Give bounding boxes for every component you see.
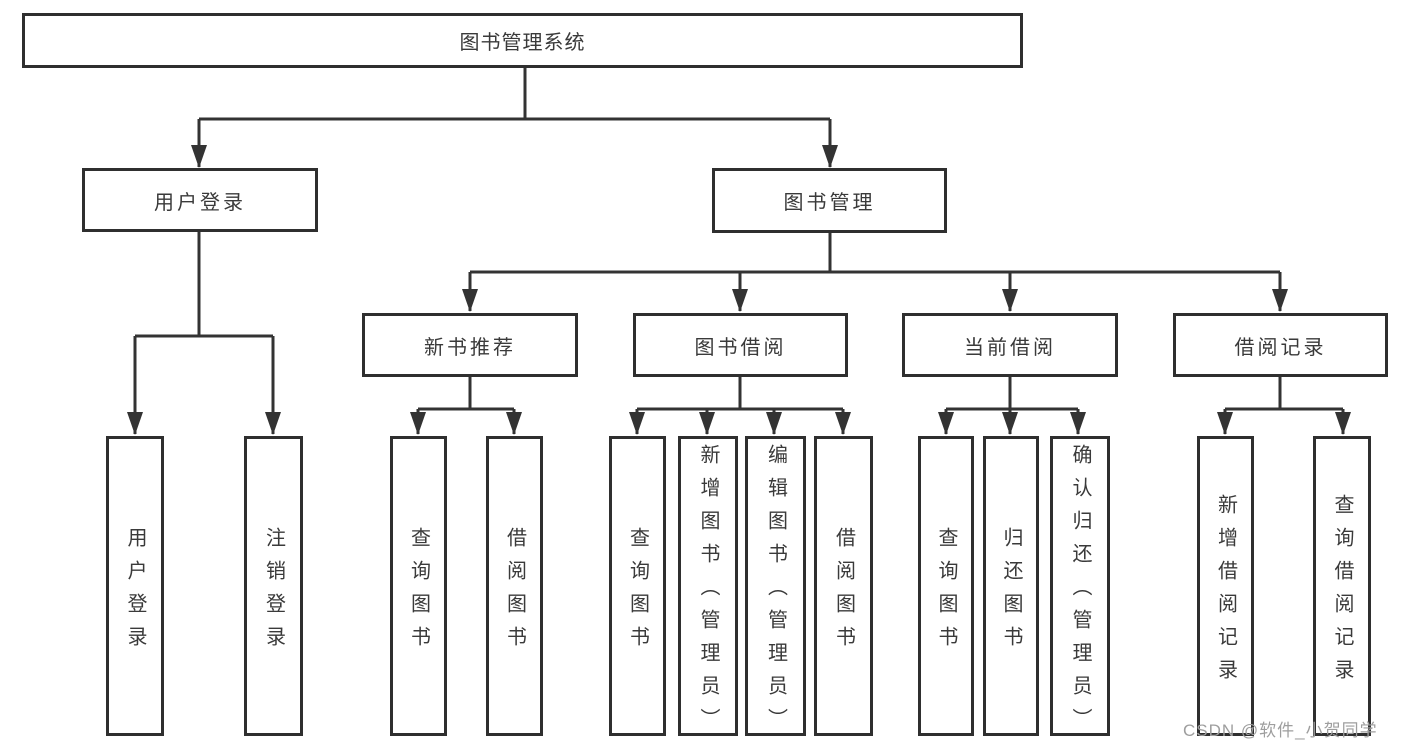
- leaf-rec-borrow-book: 借阅图书: [486, 436, 543, 736]
- connector-current-borrow-children: [938, 377, 1086, 435]
- connector-root-to-level2: [191, 68, 838, 168]
- connector-book-mgmt-children: [462, 233, 1288, 312]
- node-root-system: 图书管理系统: [22, 13, 1023, 68]
- leaf-user-login: 用户登录: [106, 436, 164, 736]
- node-book-management-label: 图书管理: [783, 192, 876, 214]
- leaf-br-query-record-label: 查询借阅记录: [1331, 493, 1353, 692]
- leaf-cb-confirm-return-admin-label: 确认归还（管理员）: [1069, 444, 1091, 741]
- node-book-borrowing-label: 图书借阅: [694, 336, 787, 359]
- node-new-book-recommend: 新书推荐: [362, 313, 578, 377]
- leaf-br-add-record-label: 新增借阅记录: [1214, 493, 1237, 692]
- leaf-cb-return-book-label: 归还图书: [1000, 526, 1022, 659]
- node-user-login-label: 用户登录: [154, 191, 246, 214]
- connector-new-book-rec-children: [410, 377, 522, 435]
- node-book-borrowing: 图书借阅: [633, 313, 848, 377]
- leaf-rec-borrow-book-label: 借阅图书: [503, 526, 526, 659]
- node-current-borrowing: 当前借阅: [902, 313, 1118, 377]
- leaf-cb-confirm-return-admin: 确认归还（管理员）: [1050, 436, 1110, 741]
- leaf-bb-borrow-book: 借阅图书: [814, 436, 873, 736]
- node-user-login: 用户登录: [82, 168, 318, 232]
- leaf-cb-return-book: 归还图书: [983, 436, 1039, 736]
- node-new-book-recommend-label: 新书推荐: [424, 336, 516, 359]
- leaf-br-add-record: 新增借阅记录: [1197, 436, 1254, 736]
- leaf-cb-query-book: 查询图书: [918, 436, 974, 736]
- leaf-user-login-label: 用户登录: [124, 526, 146, 659]
- leaf-rec-query-book: 查询图书: [390, 436, 447, 736]
- leaf-rec-query-book-label: 查询图书: [407, 526, 430, 659]
- leaf-bb-query-book: 查询图书: [609, 436, 666, 736]
- connector-borrow-records-children: [1217, 377, 1351, 435]
- csdn-watermark: CSDN @软件_小贺同学: [1183, 721, 1378, 740]
- leaf-bb-edit-book-admin-label: 编辑图书（管理员）: [764, 444, 787, 741]
- leaf-logout: 注销登录: [244, 436, 303, 736]
- leaf-bb-add-book-admin: 新增图书（管理员）: [678, 436, 738, 741]
- leaf-bb-edit-book-admin: 编辑图书（管理员）: [745, 436, 806, 741]
- node-borrowing-records: 借阅记录: [1173, 313, 1388, 377]
- leaf-bb-query-book-label: 查询图书: [626, 526, 649, 659]
- node-book-management: 图书管理: [712, 168, 947, 233]
- node-borrowing-records-label: 借阅记录: [1234, 336, 1327, 359]
- leaf-br-query-record: 查询借阅记录: [1313, 436, 1371, 736]
- leaf-bb-borrow-book-label: 借阅图书: [832, 526, 855, 659]
- node-root-system-label: 图书管理系统: [459, 32, 586, 54]
- connector-book-borrow-children: [629, 377, 851, 435]
- leaf-logout-label: 注销登录: [262, 526, 285, 659]
- node-current-borrowing-label: 当前借阅: [964, 336, 1056, 359]
- leaf-bb-add-book-admin-label: 新增图书（管理员）: [697, 444, 719, 741]
- connector-user-login-children: [127, 232, 281, 435]
- leaf-cb-query-book-label: 查询图书: [935, 526, 957, 659]
